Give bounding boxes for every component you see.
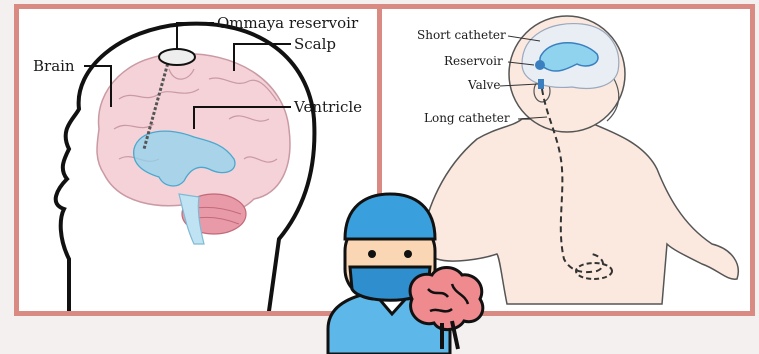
label-reservoir: Reservoir bbox=[444, 54, 503, 68]
label-long-catheter: Long catheter bbox=[424, 111, 510, 125]
label-valve: Valve bbox=[467, 78, 500, 92]
doctor-brain-icon bbox=[320, 189, 490, 354]
label-short-catheter: Short catheter bbox=[417, 28, 506, 42]
brain-shape bbox=[97, 54, 290, 213]
label-ommaya-reservoir: Ommaya reservoir bbox=[217, 14, 359, 32]
label-brain: Brain bbox=[33, 57, 75, 75]
shunt-valve bbox=[538, 79, 544, 89]
shunt-reservoir bbox=[535, 60, 545, 70]
label-ventricle: Ventricle bbox=[293, 98, 362, 116]
label-scalp: Scalp bbox=[294, 35, 336, 53]
ommaya-reservoir bbox=[159, 49, 195, 65]
